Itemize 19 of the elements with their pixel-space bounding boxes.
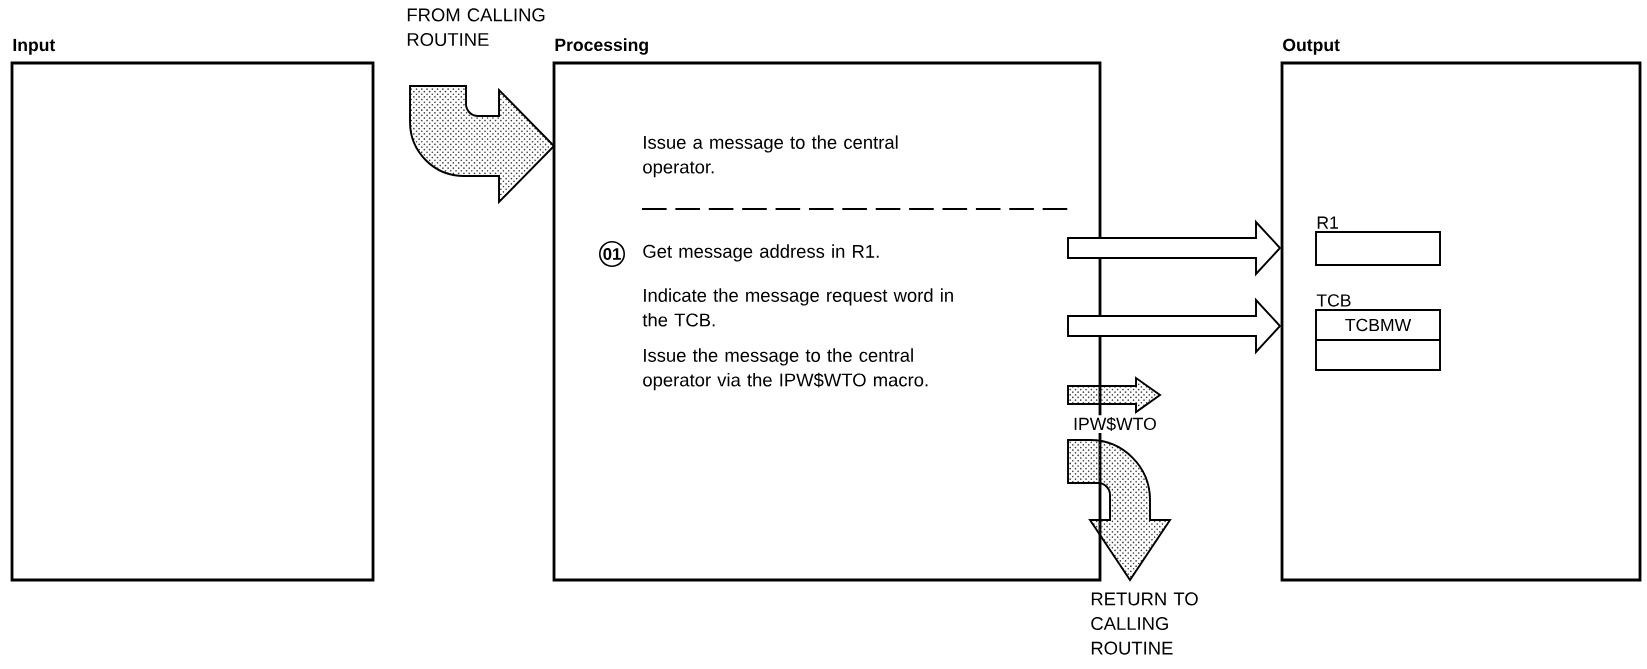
block-arrow (409, 85, 555, 203)
step-number: 01 (599, 241, 625, 267)
panel-heading: Output (1283, 38, 1340, 55)
flow-text: FROM CALLING ROUTINE (407, 8, 545, 47)
edge-label: IPW$WTO (1071, 415, 1159, 433)
register-label: R1 (1317, 216, 1338, 229)
block-arrow (1067, 376, 1162, 414)
panel-heading: Processing (555, 38, 648, 55)
panel-heading: Input (13, 38, 56, 55)
register-label: TCB (1316, 294, 1351, 307)
flow-text: RETURN TO CALLING ROUTINE (1091, 592, 1198, 655)
register-box: TCBMW (1315, 309, 1441, 371)
description-text: Issue a message to the central operator. (643, 135, 898, 178)
step-text: Issue the message to the central operator via the IPW$WTO macro. (643, 348, 928, 391)
step-text: Get message address in R1. (643, 244, 879, 262)
block-arrow (1067, 297, 1282, 355)
block-arrow (1067, 219, 1282, 277)
block-arrow (1067, 439, 1171, 581)
step-text: Indicate the message request word in the TCB. (642, 288, 953, 327)
